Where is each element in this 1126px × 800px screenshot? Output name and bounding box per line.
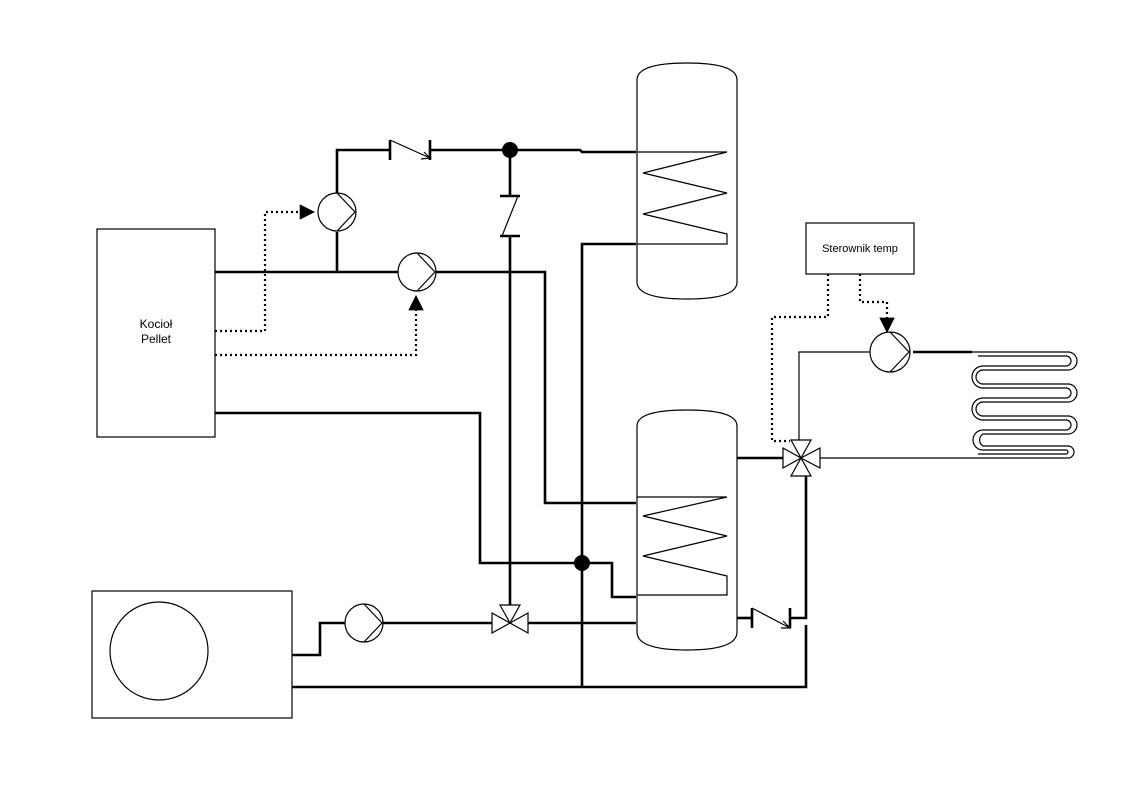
pipe-mixer-to-floor-pump: [798, 351, 870, 444]
boiler-box: [96, 228, 216, 438]
pipe-pump-to-lower-tank: [434, 270, 636, 505]
check-valve-lower: [750, 607, 792, 629]
boiler-label-line1: Kocioł: [140, 317, 173, 331]
circulation-pump-boiler: [397, 252, 437, 292]
heat-pump-unit: [91, 590, 293, 719]
circulation-pump-heat-pump: [344, 603, 384, 643]
check-valve-top: [388, 139, 432, 160]
four-way-mixing-valve: [782, 439, 821, 477]
lower-tank-shell: [636, 409, 738, 651]
pipe-boiler-return: [215, 411, 636, 599]
signal-boiler-top-pump: [215, 204, 316, 333]
pipe-heatpump-return: [292, 625, 808, 689]
junction-top: [502, 142, 518, 158]
floor-heating-loop: [971, 351, 1078, 459]
signal-lines: [215, 204, 895, 443]
lower-tank-coil-icon: [637, 496, 728, 596]
signal-controller-floor-pump: [858, 274, 895, 334]
controller-label: Sterownik temp: [822, 243, 898, 255]
circulation-pump-top: [317, 192, 357, 232]
upper-tank: [636, 62, 738, 300]
pipes: [215, 148, 972, 689]
pipe-lower-tank-right-2: [790, 474, 808, 620]
floor-loop-inner: [971, 355, 1072, 455]
signal-controller-mixer: [770, 274, 830, 443]
thin-pipes: [798, 351, 975, 459]
upper-tank-coil-icon: [637, 151, 728, 245]
pipe-top-supply: [335, 148, 390, 210]
temperature-controller: Sterownik temp: [805, 222, 915, 275]
floor-loop-outer: [972, 351, 1078, 459]
check-valve-vertical: [500, 194, 520, 238]
circulation-pump-floor: [869, 331, 911, 373]
junction-bottom: [574, 555, 590, 571]
signal-boiler-pump: [215, 294, 424, 357]
boiler-label-line2: Pellet: [141, 332, 172, 346]
pipe-upper-tank-return: [580, 242, 636, 687]
controller-box: [805, 222, 915, 275]
lower-tank: [636, 409, 738, 651]
boiler: Kocioł Pellet: [96, 228, 216, 438]
heat-pump-fan-icon: [109, 601, 209, 701]
pipe-top-supply-2: [430, 148, 636, 154]
three-way-valve: [491, 604, 529, 635]
upper-tank-shell: [636, 62, 738, 300]
pipe-heatpump-supply: [292, 621, 346, 657]
